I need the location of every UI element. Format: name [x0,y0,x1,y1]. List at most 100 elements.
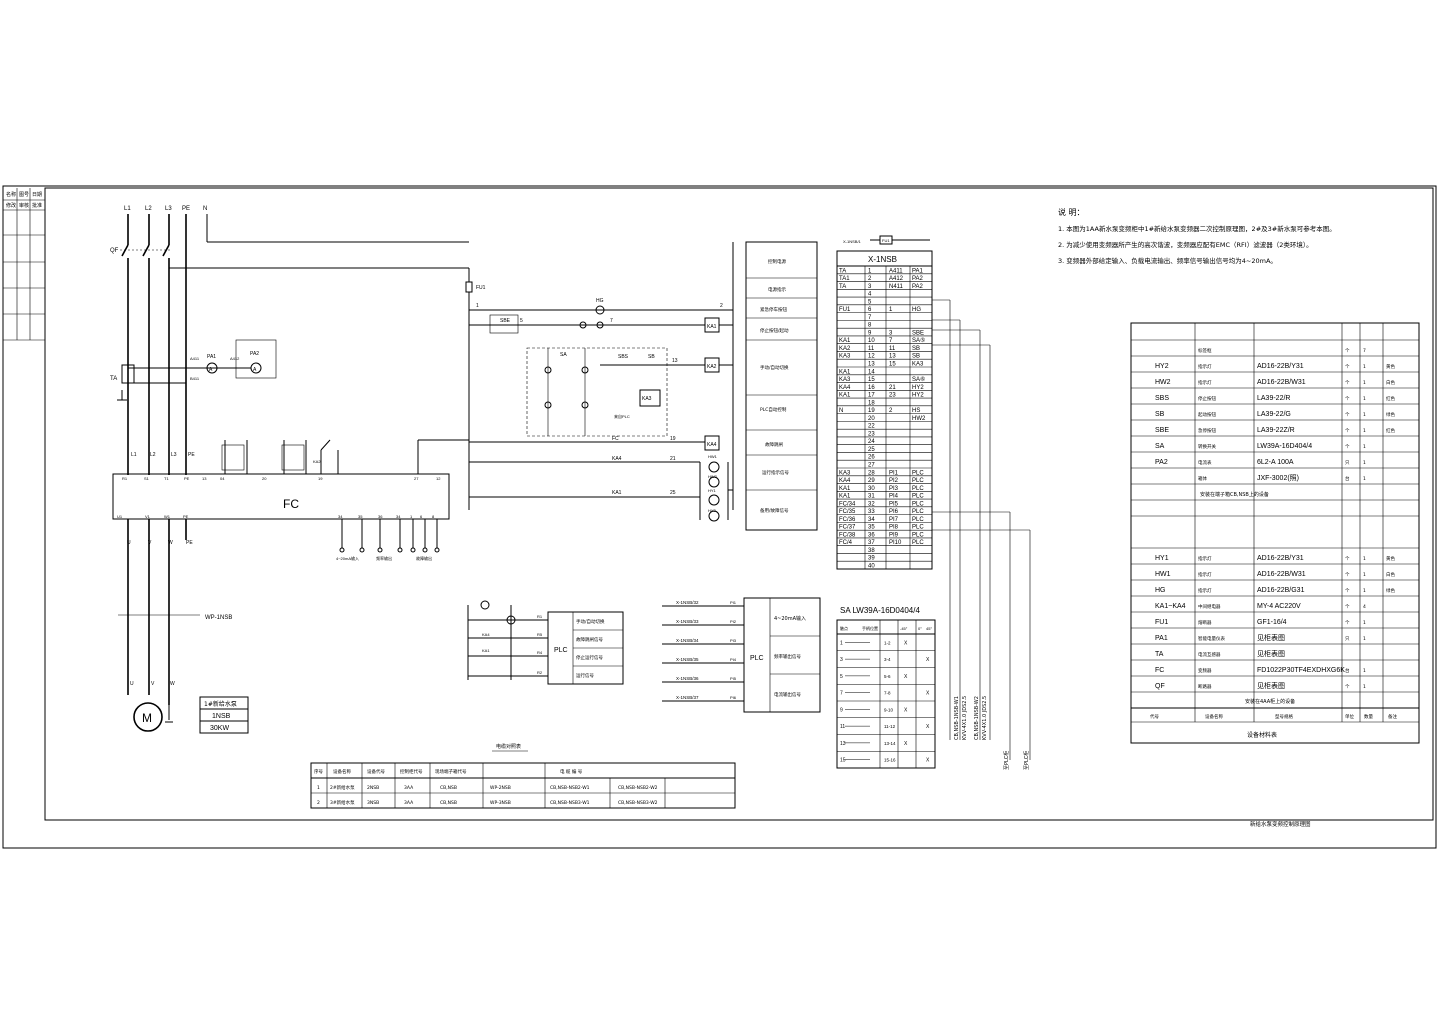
device-footer-hdr: 单位 [1345,713,1354,720]
sa-mark-45: X [926,691,930,697]
sa-contact: 7 [840,691,843,697]
plc-right-group-1: 频率输出信号 [774,653,801,660]
sa-hdr-4: 45° [926,626,932,631]
fc-note-0: 4~20mA输入 [336,555,359,561]
terminal-cell: 39 [868,556,875,562]
uvw-W: W [168,540,173,546]
fc-note-2: 故障输出 [416,555,432,561]
terminal-cell: TA [839,268,846,274]
terminal-cell: PI3 [889,486,899,492]
sa-contact: 9 [840,707,843,713]
terminal-cell: KA3 [839,377,851,383]
drawing-title: 新给水泵变频控制原理图 [1250,820,1311,828]
terminal-cell: 4 [868,292,872,298]
plc-right-src: X-1NSB/32 [676,600,699,605]
device-cell: 个 [1345,620,1350,626]
device-cell: 个 [1345,556,1350,562]
func-3: 停止按钮/起动 [760,327,789,334]
terminal-cell: 8 [868,323,872,329]
terminal-fu: FU1 [882,238,890,243]
func-4: 手动/自动切换 [760,364,789,371]
device-cell: 停止按钮 [1198,395,1216,402]
terminal-cell: 24 [868,439,875,445]
fc-term-6: 20 [262,476,267,481]
device-cell: 个 [1345,412,1350,418]
terminal-cell: FU1 [839,307,851,313]
ctrl-sbe-label: SBE [500,318,511,324]
terminal-cell: KA3 [912,362,924,368]
fc-term-2: T1 [164,476,169,481]
device-cell: 1 [1363,460,1366,466]
device-cell: 变频器 [1198,667,1212,674]
svg-text:U: U [130,681,134,687]
svg-text:A: A [209,367,213,373]
fc-top-L2: L2 [150,452,156,458]
corner-label-2: 日期 [32,192,42,198]
terminal-cell: HY2 [912,393,924,399]
device-cell: HY1 [1155,555,1169,562]
terminal-cell: 29 [868,478,875,484]
fc-top-PE: PE [188,452,195,458]
device-cell: AD16-22B/W31 [1257,379,1306,386]
device-cell: 6L2-A 100A [1257,459,1294,466]
device-cell: 黄色 [1386,363,1395,370]
pa1-label: PA1 [207,354,216,360]
device-cell: 白色 [1386,379,1395,386]
terminal-cell: PLC [912,478,924,484]
func-2: 紧急停车按钮 [760,306,787,313]
terminal-cell: PI6 [889,509,899,515]
device-cell: GF1-16/4 [1257,619,1287,626]
terminal-cell: 9 [868,330,872,336]
sa-hdr-3: 0° [918,626,922,631]
corner-label-5: 批准 [32,202,42,209]
terminal-cell: HG [912,307,921,313]
terminal-cell: 13 [868,362,875,368]
terminal-cell: SA⑤ [912,337,925,344]
corner-label-3: 修改 [6,202,16,209]
fc-top-L1: L1 [131,452,137,458]
device-cell: 1 [1363,684,1366,690]
cable-table-hdr: 控制柜代号 [400,768,423,775]
plc-bottom-block: PLC 手动/自动切换 故障跳闸信号 停止运行信号 运行信号 R1 R5 R4 … [467,600,624,685]
terminal-cell: PLC [912,540,924,546]
device-table-title: 设备材料表 [1247,731,1277,739]
terminal-cell: 12 [868,354,875,360]
device-cell: 7 [1363,348,1366,354]
cable-table-hdr: 电 缆 编 号 [560,768,583,775]
device-cell: 1 [1363,412,1366,418]
ctrl-ka1-contact: KA1 [612,490,622,496]
plc-bottom-label: PLC [554,647,568,654]
fc-bot-2: W1 [164,514,171,519]
ctrl-hw1-label: HW1 [708,454,718,459]
device-cell: 1 [1363,636,1366,642]
cable-table-cell: CB,NSB-NSB2-W1 [550,785,590,791]
terminal-cell: KA1 [839,393,851,399]
terminal-cell: KA1 [839,369,851,375]
plc-right-term: PI5 [730,676,737,681]
plc-bottom-row-0: 手动/自动切换 [576,618,605,625]
device-cell: 见柜表图 [1257,649,1285,658]
device-cell: PA1 [1155,635,1168,642]
fc-bot-5: 35 [358,514,363,519]
device-cell: 绿色 [1386,411,1395,418]
terminal-cell: 13 [889,354,896,360]
device-footer-hdr: 数量 [1364,713,1373,720]
device-cell: MY-4 AC220V [1257,603,1301,610]
terminal-cell: 7 [889,338,893,344]
device-cell: 台 [1345,475,1350,482]
terminal-cell: PLC [912,509,924,515]
corner-label-4: 审核 [19,202,29,209]
plc-right-term: PI2 [730,619,737,624]
ctrl-ka1-coil: KA1 [707,324,717,330]
corner-label-1: 图号 [19,192,29,198]
cable-label-3: KVV-4X1.0 JDS2.5 [982,696,988,740]
device-cell: LA39-22Z/R [1257,427,1295,434]
cable-table-hdr: 序号 [314,768,323,775]
cable-label-5: 至PLC柜 [1023,751,1030,770]
terminal-cell: PLC [912,494,924,500]
cable-table-cell: CB,NSB-NSB3-W1 [550,800,590,806]
plc-right-src: X-1NSB/33 [676,619,699,624]
function-column: 控制电源 电源指示 紧急停车按钮 停止按钮/起动 手动/自动切换 PLC自动控制… [745,241,818,531]
terminal-cell: HY2 [912,385,924,391]
